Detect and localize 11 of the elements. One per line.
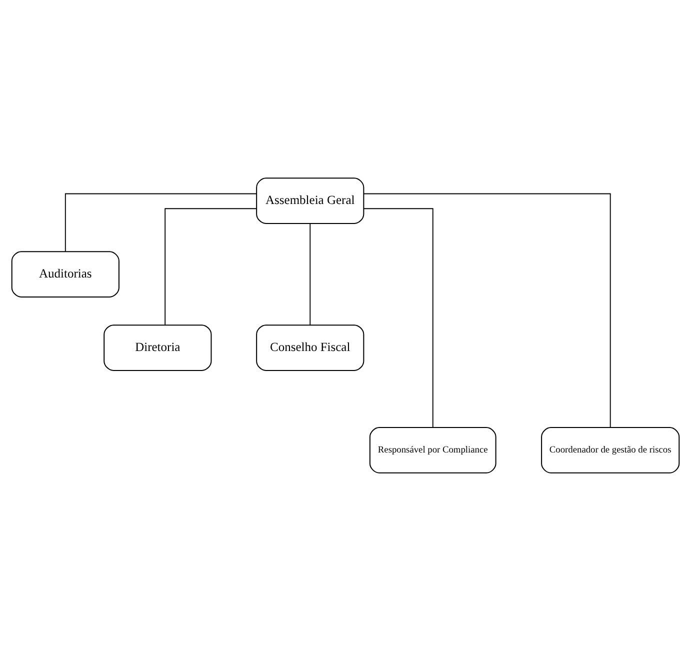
- connector: [310, 222, 311, 325]
- connector: [64, 192, 257, 252]
- connector: [363, 208, 434, 428]
- node-box: Conselho Fiscal: [256, 324, 364, 370]
- connector: [164, 208, 257, 325]
- node-box: Assembleia Geral: [256, 177, 364, 224]
- node-box: Diretoria: [104, 324, 212, 370]
- node-box: Auditorias: [11, 250, 120, 297]
- node-box: Responsável por Compliance: [369, 426, 496, 473]
- node-box: Coordenador de gestão de riscos: [541, 426, 680, 473]
- connector: [363, 192, 611, 428]
